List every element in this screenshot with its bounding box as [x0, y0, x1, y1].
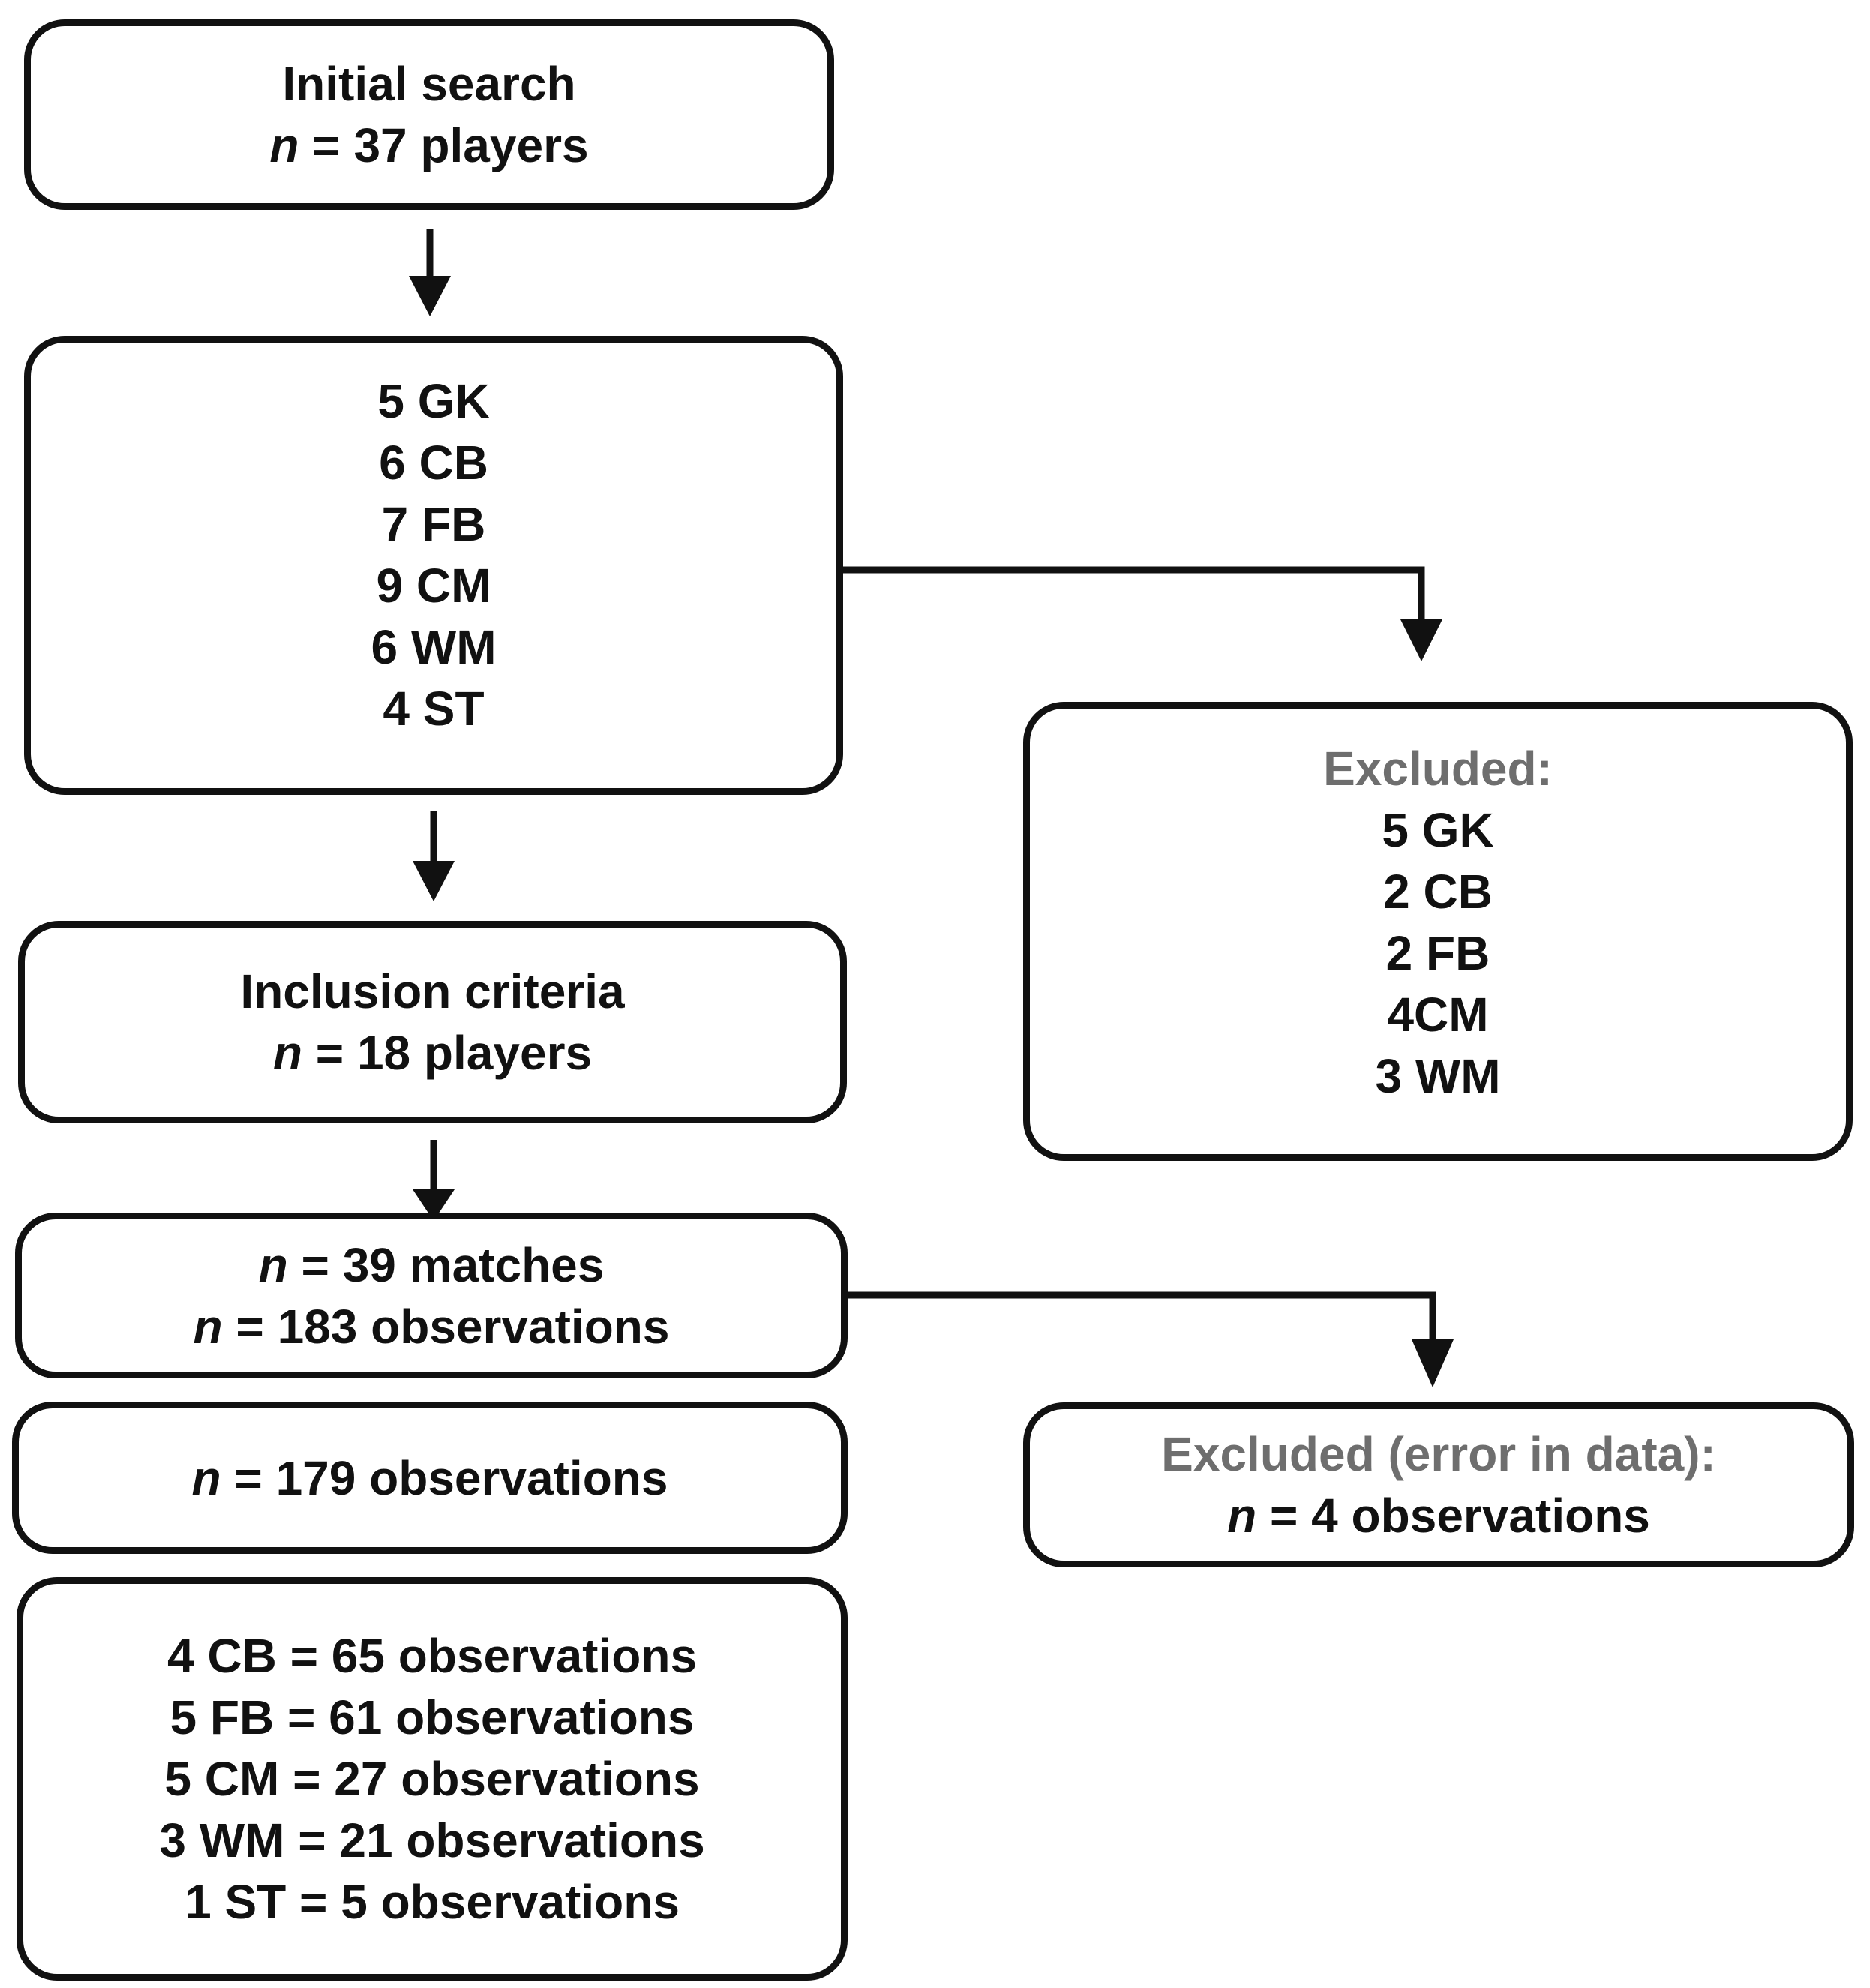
breakdown-line: 3 WM = 21 observations [159, 1813, 705, 1867]
retained-observations-text: = 179 observations [221, 1450, 668, 1505]
breakdown-line: 1 ST = 5 observations [185, 1875, 680, 1929]
excluded-line: 2 CB [1383, 865, 1493, 919]
position-line: 5 GK [377, 374, 490, 428]
breakdown-line: 5 CM = 27 observations [164, 1752, 700, 1806]
excluded-line: 3 WM [1375, 1049, 1501, 1103]
retained-observations-count: n = 179 observations [192, 1447, 668, 1509]
arrowhead-inclusion-to-matches [413, 1189, 455, 1221]
arrow-matches-to-excluded-error [848, 1291, 1436, 1342]
position-line: 6 CB [379, 436, 488, 490]
excluded-error-count-text: = 4 observations [1256, 1489, 1650, 1543]
arrowhead-initial-to-positions [409, 276, 451, 316]
retained-observations-box: n = 179 observations [12, 1402, 848, 1554]
matches-count-text: = 39 matches [287, 1237, 605, 1292]
inclusion-criteria-count-text: = 18 players [302, 1026, 593, 1080]
final-breakdown-box: 4 CB = 65 observations 5 FB = 61 observa… [17, 1577, 848, 1981]
position-line: 9 CM [376, 559, 491, 613]
n-symbol: n [272, 1026, 303, 1080]
excluded-title: Excluded: [1323, 742, 1553, 796]
position-line: 6 WM [371, 620, 497, 674]
matches-box: n = 39 matches n = 183 observations [15, 1213, 848, 1378]
position-line: 7 FB [381, 497, 486, 551]
n-symbol: n [258, 1237, 288, 1292]
excluded-error-count: n = 4 observations [1227, 1485, 1650, 1546]
arrowhead-positions-to-inclusion [413, 861, 455, 901]
inclusion-criteria-box: Inclusion criteria n = 18 players [18, 921, 847, 1123]
excluded-error-title: Excluded (error in data): [1161, 1427, 1716, 1481]
excluded-line: 5 GK [1382, 803, 1494, 857]
observations-count-text: = 183 observations [222, 1299, 670, 1354]
arrowhead-positions-to-excluded [1400, 619, 1442, 661]
position-line: 4 ST [383, 682, 485, 736]
n-symbol: n [191, 1450, 221, 1505]
n-symbol: n [269, 118, 299, 172]
arrowhead-matches-to-excluded-error [1412, 1339, 1454, 1387]
inclusion-criteria-title: Inclusion criteria [240, 964, 625, 1018]
initial-search-title: Initial search [282, 57, 576, 111]
excluded-line: 2 FB [1385, 926, 1490, 980]
n-symbol: n [193, 1299, 223, 1354]
excluded-error-box: Excluded (error in data): n = 4 observat… [1023, 1402, 1854, 1567]
n-symbol: n [1227, 1489, 1257, 1543]
matches-count: n = 39 matches [259, 1234, 605, 1296]
arrow-positions-to-excluded [843, 566, 1425, 622]
breakdown-line: 5 FB = 61 observations [170, 1690, 695, 1744]
excluded-box: Excluded: 5 GK 2 CB 2 FB 4CM 3 WM [1023, 702, 1853, 1161]
observations-count: n = 183 observations [194, 1296, 670, 1357]
breakdown-line: 4 CB = 65 observations [167, 1629, 698, 1683]
initial-search-box: Initial search n = 37 players [24, 19, 834, 210]
excluded-line: 4CM [1387, 988, 1489, 1042]
inclusion-criteria-count: n = 18 players [273, 1022, 592, 1084]
positions-box: 5 GK 6 CB 7 FB 9 CM 6 WM 4 ST [24, 336, 843, 795]
initial-search-count-text: = 37 players [299, 118, 589, 172]
initial-search-count: n = 37 players [269, 115, 588, 176]
